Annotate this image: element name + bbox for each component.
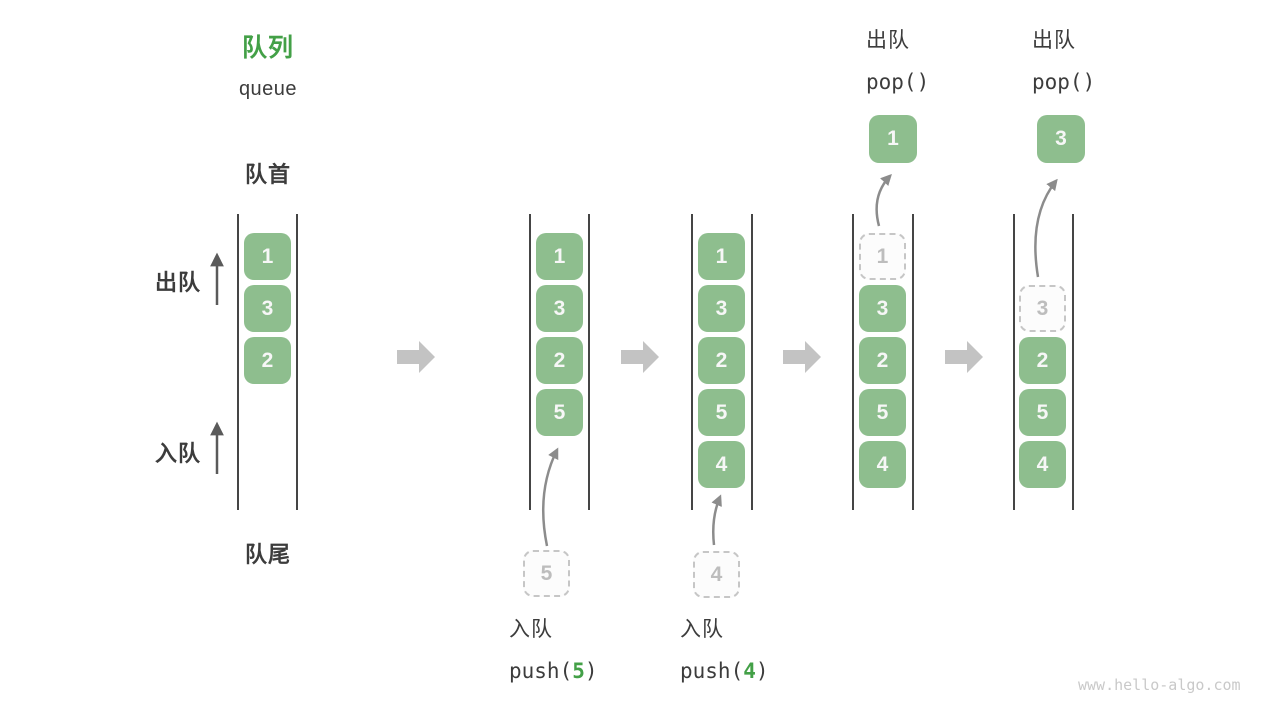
- queue-cell: 2: [244, 337, 291, 384]
- queue-cell: 2: [859, 337, 906, 384]
- title-zh: 队列: [241, 34, 294, 62]
- queue-cell: 3: [859, 285, 906, 332]
- label-queue-front: 队首: [244, 162, 291, 187]
- op-label-push4: 入队 push(4): [680, 617, 769, 684]
- queue-cell: 1: [536, 233, 583, 280]
- rail-right: [751, 214, 753, 510]
- rail-left: [852, 214, 854, 510]
- label-dequeue-side: 出队: [154, 270, 201, 295]
- queue-cell: 4: [1019, 441, 1066, 488]
- queue-cell: 1: [244, 233, 291, 280]
- popped-cell: 3: [1037, 115, 1085, 163]
- ghost-cell: 1: [859, 233, 906, 280]
- dequeue-arrow-pop3-icon: [1034, 178, 1058, 278]
- op-pop2-code: pop(): [1032, 70, 1096, 94]
- op-pop1-code: pop(): [866, 70, 930, 94]
- queue-cell: 4: [859, 441, 906, 488]
- rail-left: [529, 214, 531, 510]
- popped-cell: 1: [869, 115, 917, 163]
- rail-left: [691, 214, 693, 510]
- queue-cell: 2: [1019, 337, 1066, 384]
- queue-cell: 4: [698, 441, 745, 488]
- title-en: queue: [238, 78, 298, 100]
- staged-cell: 5: [523, 550, 570, 597]
- dequeue-arrow-pop1-icon: [875, 173, 892, 227]
- code-arg: 5: [572, 659, 585, 683]
- staged-cell: 4: [693, 551, 740, 598]
- op-label-pop-second: 出队 pop(): [1032, 28, 1095, 95]
- op-label-pop-first: 出队 pop(): [866, 28, 929, 95]
- rail-left: [237, 214, 239, 510]
- step-arrow-icon: [621, 341, 659, 373]
- op-push4-code: push(4): [680, 658, 769, 684]
- op-pop1-zh: 出队: [866, 29, 910, 52]
- rail-right: [296, 214, 298, 510]
- queue-cell: 2: [536, 337, 583, 384]
- code-pre: push(: [509, 659, 573, 683]
- queue-cell: 3: [244, 285, 291, 332]
- watermark: www.hello-algo.com: [1078, 676, 1241, 694]
- queue-cell: 5: [536, 389, 583, 436]
- queue-cell: 5: [859, 389, 906, 436]
- ghost-cell: 3: [1019, 285, 1066, 332]
- label-queue-rear: 队尾: [244, 542, 291, 567]
- op-push5-code: push(5): [509, 658, 598, 684]
- code-post: ): [755, 659, 769, 683]
- enqueue-arrow-push5-icon: [541, 447, 559, 547]
- step-arrow-icon: [783, 341, 821, 373]
- op-push4-zh: 入队: [680, 618, 724, 641]
- queue-cell: 3: [698, 285, 745, 332]
- op-push5-zh: 入队: [509, 618, 553, 641]
- op-pop2-zh: 出队: [1032, 29, 1076, 52]
- queue-cell: 1: [698, 233, 745, 280]
- label-enqueue-side: 入队: [154, 441, 201, 466]
- rail-right: [1072, 214, 1074, 510]
- step-arrow-icon: [397, 341, 435, 373]
- rail-right: [912, 214, 914, 510]
- rail-right: [588, 214, 590, 510]
- queue-cell: 5: [1019, 389, 1066, 436]
- queue-cell: 3: [536, 285, 583, 332]
- enqueue-arrow-push4-icon: [711, 494, 722, 546]
- diagram-title: 队列 queue: [203, 28, 333, 101]
- op-label-push5: 入队 push(5): [509, 617, 598, 684]
- code-post: ): [584, 659, 598, 683]
- code-pre: push(: [680, 659, 744, 683]
- rail-left: [1013, 214, 1015, 510]
- queue-cell: 2: [698, 337, 745, 384]
- code-arg: 4: [743, 659, 756, 683]
- queue-cell: 5: [698, 389, 745, 436]
- step-arrow-icon: [945, 341, 983, 373]
